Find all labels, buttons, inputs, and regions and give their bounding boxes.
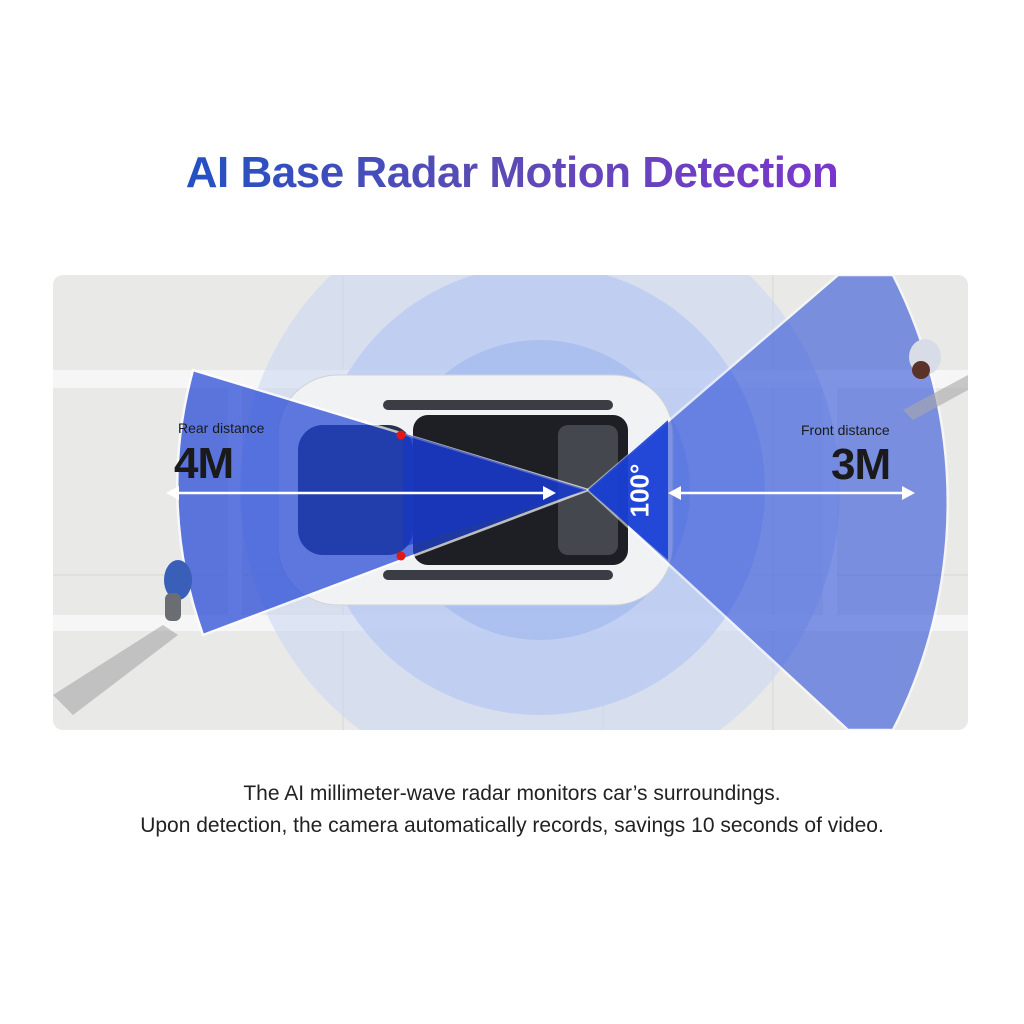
front-distance-arrow-icon bbox=[668, 486, 915, 500]
radar-illustration bbox=[53, 275, 968, 730]
caption: The AI millimeter-wave radar monitors ca… bbox=[0, 778, 1024, 842]
front-distance-value: 3M bbox=[831, 440, 891, 489]
rear-distance-arrow-icon bbox=[166, 486, 556, 500]
rear-distance-label: Rear distance bbox=[178, 420, 265, 436]
detection-dot-icon bbox=[396, 430, 406, 440]
front-distance-label: Front distance bbox=[801, 422, 890, 438]
front-radar-cone-icon bbox=[586, 275, 950, 730]
pedestrian-left-icon bbox=[53, 560, 192, 715]
caption-line-1: The AI millimeter-wave radar monitors ca… bbox=[243, 782, 781, 805]
caption-line-2: Upon detection, the camera automatically… bbox=[140, 814, 884, 837]
rear-distance-value: 4M bbox=[174, 439, 234, 488]
detection-dot-icon bbox=[396, 551, 406, 561]
pedestrian-right-icon bbox=[903, 339, 968, 420]
detection-angle: 100° bbox=[624, 463, 655, 518]
rear-radar-cone-icon bbox=[175, 368, 592, 637]
page-title: AI Base Radar Motion Detection bbox=[185, 148, 839, 197]
radar-diagram: Rear distance 4M Front distance 3M 100° bbox=[53, 275, 968, 730]
